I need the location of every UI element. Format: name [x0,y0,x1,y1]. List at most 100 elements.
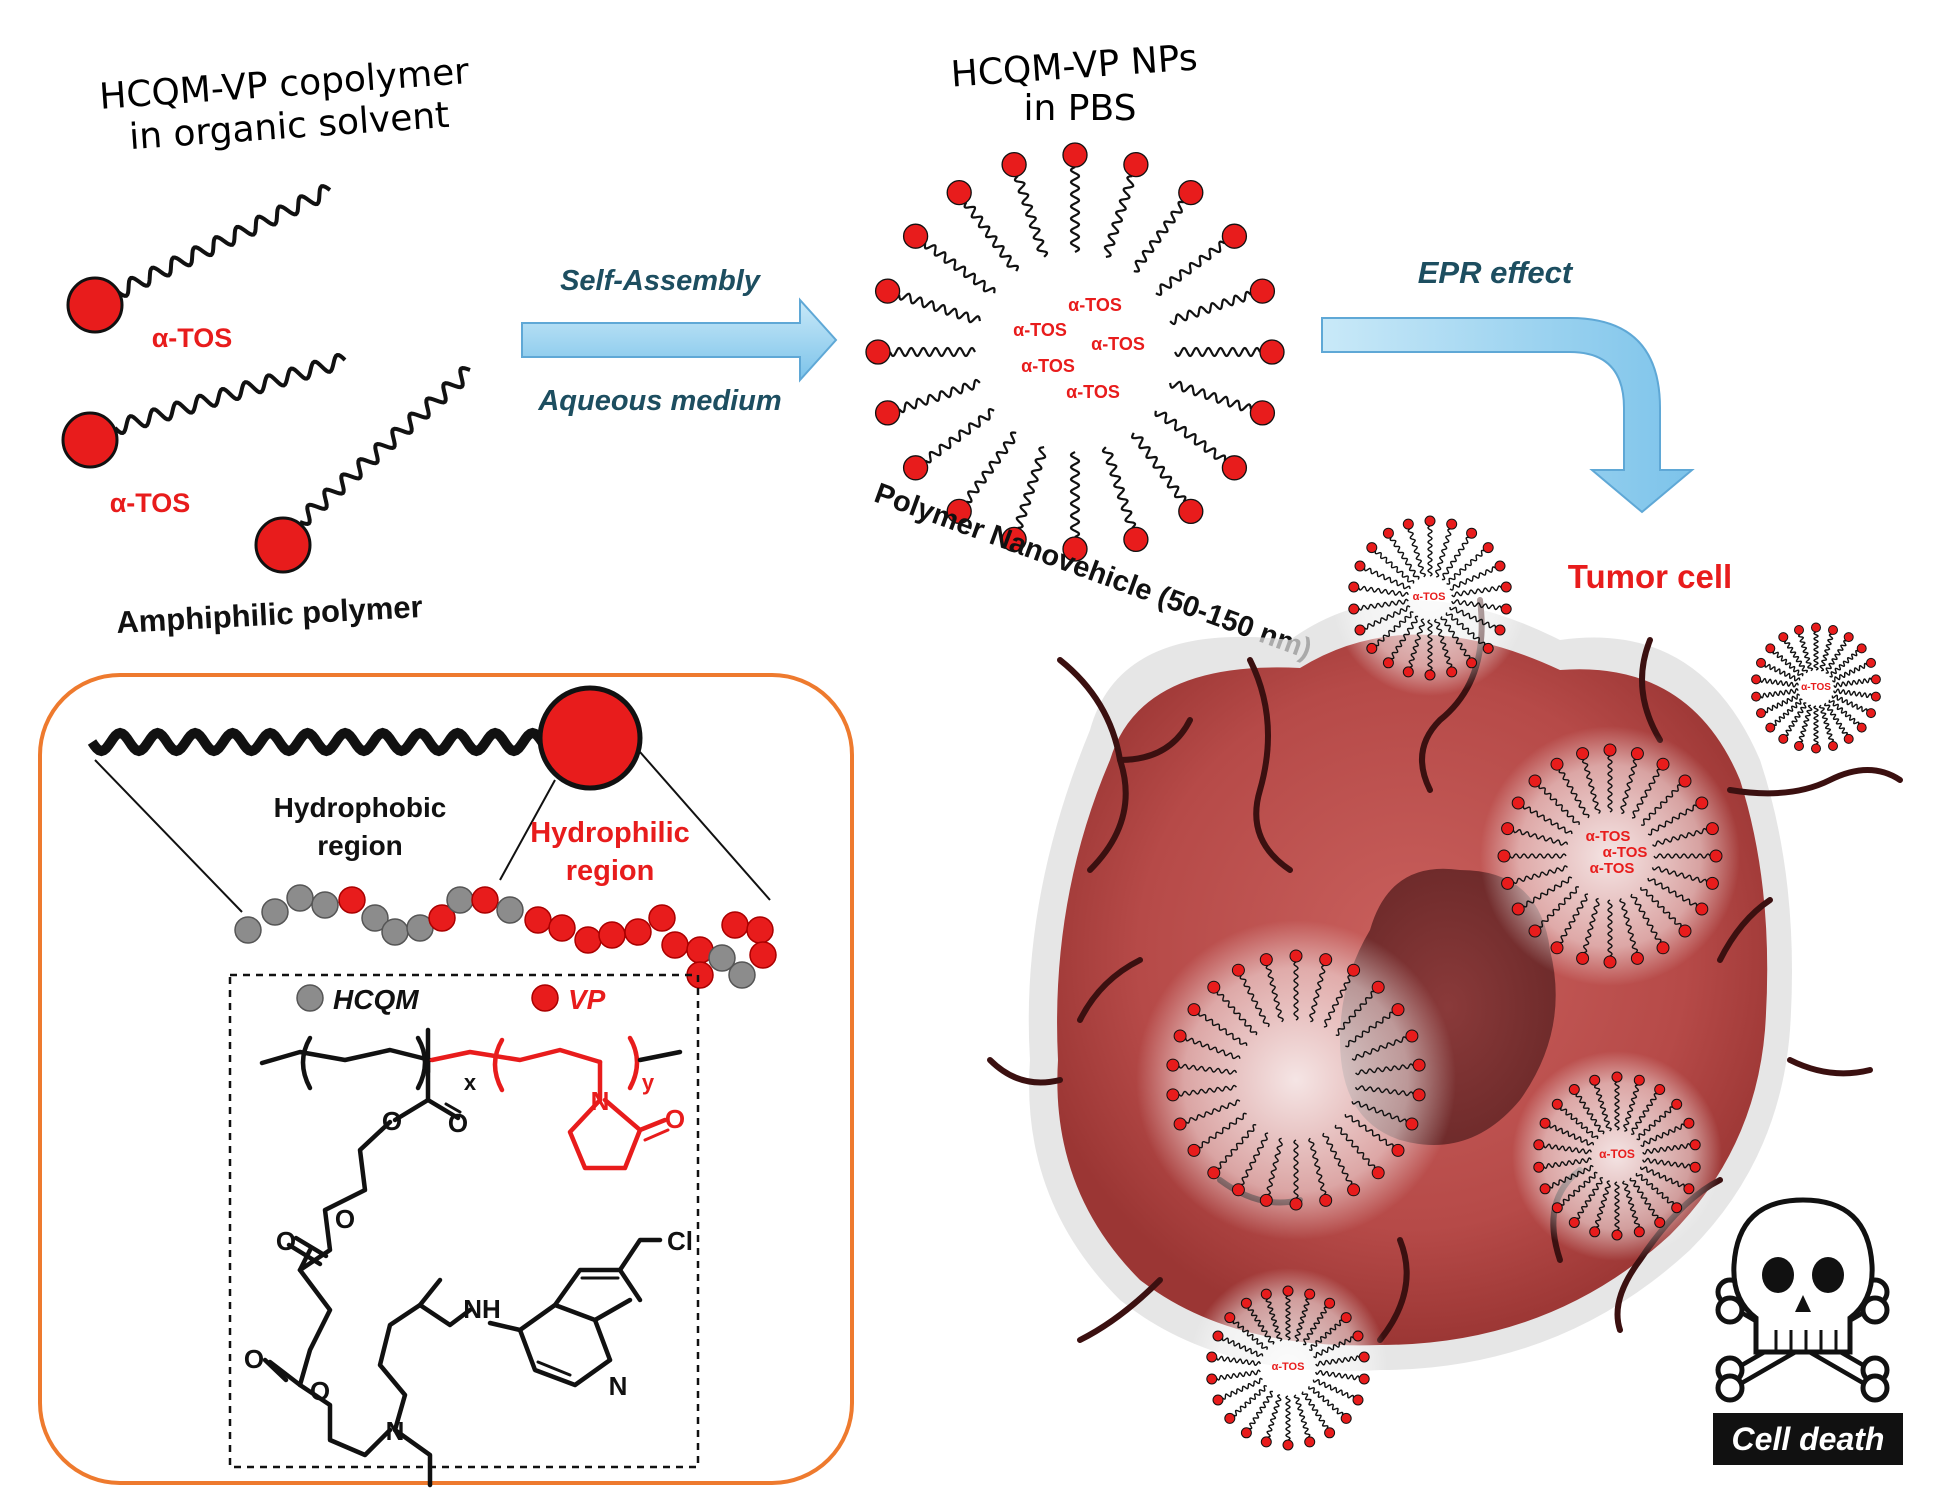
tumor-np-head [1551,1202,1563,1214]
tumor-np-tail [1595,1180,1611,1228]
tumor-np-tail [1773,698,1803,727]
tumor-np-tail [1232,1320,1268,1350]
vp-bead [749,941,777,969]
atom-o-succ-3: O [310,1376,330,1406]
np-tail [923,243,996,294]
tumor-np-tail [1582,897,1600,954]
tumor-np-tail [1651,866,1708,884]
tumor-np-tail [1558,769,1590,819]
hydrophobic-label-line1: Hydrophobic [274,792,447,823]
tumor-np-head [1630,951,1644,965]
tumor-np-head [1671,1202,1683,1214]
tumor-np-head [1466,527,1478,539]
subscript-x: x [464,1070,477,1095]
tumor-np-head [1358,1373,1370,1385]
tumor-np-head [1289,949,1303,963]
tumor-np-head [1173,1117,1187,1131]
tumor-np-tail [1441,536,1469,581]
cell-death-label: Cell death [1732,1421,1885,1457]
tumor-np-head [1231,963,1245,977]
epr-effect-label: EPR effect [1418,255,1574,290]
np-tail [1103,175,1135,258]
tumor-np-head [1765,722,1776,733]
structure-box [228,973,700,1469]
tumor-np-tail [1620,758,1638,815]
tumor-np-tail [1427,619,1433,671]
tumor-np-tail [1249,1390,1273,1430]
tumor-np-head [1391,1143,1405,1157]
vp-bead [624,918,652,946]
tumor-np-tail [1344,1114,1394,1147]
tumor-np-tail [1301,1391,1329,1429]
tumor-np-head [1240,1427,1252,1439]
tumor-np-tail [1575,1093,1605,1135]
tumor-np-tail [1198,1013,1248,1046]
tumor-np-head [1402,666,1414,678]
tumor-np-head [1843,733,1854,744]
tumor-np-tail [1631,1093,1657,1135]
tumor-np-head [1187,1143,1201,1157]
tumor-np-tail [1241,1132,1269,1186]
tumor-np-tail [1446,549,1485,585]
tumor-np-tail [1364,605,1411,630]
tumor-np-head [1347,963,1361,977]
vp-bead [428,904,456,932]
hcqm-bead [234,916,262,944]
tumor-np-tail [1642,1142,1691,1155]
tumor-np-tail [1265,964,1284,1023]
atom-o-ether: O [335,1204,355,1234]
np-head [1001,526,1027,553]
tumor-np-head [1206,1373,1218,1385]
np-tail [1154,410,1227,461]
tumor-np-head [1568,1084,1580,1095]
tumor-np-head [1765,643,1776,654]
tumor-np-head [1539,1183,1551,1195]
vp-bead [548,914,576,942]
tumor-np-head [1539,1117,1551,1129]
tumor-np-head [1405,1029,1419,1043]
tumor-np-tail [1315,1355,1360,1367]
np-head [1001,151,1027,178]
np-head [946,498,972,525]
tumor-np-tail [1345,1011,1394,1048]
tumor-np-tail [1216,1369,1261,1381]
tumor-np-tail [1512,828,1569,846]
np-glow [1188,1268,1388,1468]
tumor-np-head [1811,622,1821,633]
np-tail [889,346,976,358]
tumor-np-tail [1652,828,1708,847]
tumor-np-head [1259,953,1273,967]
tumor-np-head [1751,674,1762,685]
skull-icon [1715,1197,1890,1403]
tumor-nanoparticles [1136,500,1881,1468]
tumor-np-head [1224,1312,1236,1324]
tumor-np-head [1576,747,1590,761]
tumor-np-tail [1543,1143,1592,1155]
tumor-np-tail [1216,991,1258,1036]
structure-inset: Hydrophobic region Hydrophilic region HC… [38,673,854,1488]
np-tail [924,407,995,464]
tumor-np-head [1689,1161,1701,1173]
tumor-np-tail [1247,1307,1275,1345]
np-head [946,179,972,206]
np-title-line1: HCQM-VP NPs [950,37,1199,95]
tumor-np-head [1260,1288,1272,1300]
tumor-np-head [1856,643,1867,654]
tumor-np-tail [1293,961,1299,1021]
tumor-np-head [1497,849,1511,863]
large-np-label-1: α-TOS [1586,828,1631,845]
hydrophilic-label-line1: Hydrophilic [530,817,690,849]
np-glow [1512,1051,1722,1261]
tumor-np-tail [1435,528,1452,578]
tumor-np-tail [1607,755,1613,813]
inset-border [38,673,854,1485]
tumor-np-tail [1831,694,1868,713]
tumor-np-tail [1293,1139,1299,1199]
np-head [1178,498,1204,525]
aqueous-medium-label: Aqueous medium [537,385,781,417]
tumor-np-head [1282,1285,1294,1297]
legend-vp-label: VP [568,984,606,1015]
tumor-np-tail [1355,1063,1414,1076]
tumor-np-tail [1647,877,1698,906]
